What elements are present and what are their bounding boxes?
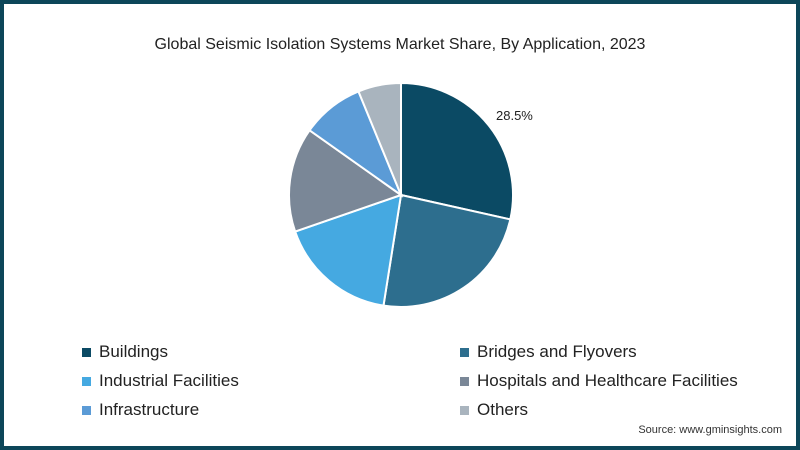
legend-swatch [460,376,469,386]
data-label: 28.5% [496,108,533,123]
legend-label: Bridges and Flyovers [477,342,637,361]
pie-slice-others [357,81,402,196]
legend-swatch [460,405,469,415]
pie-slice-buildings [400,81,514,221]
legend-item: Industrial Facilities [82,371,239,391]
legend-item: Buildings [82,342,168,362]
pie-slice-hospitals-and-healthcare-facilities [288,128,404,233]
legend-label: Infrastructure [99,400,200,419]
legend-item: Others [460,400,528,420]
legend-swatch [82,347,91,357]
legend-swatch [460,347,469,357]
pie-chart: 28.5% [288,81,533,308]
pie-slice-bridges-and-flyovers [382,193,512,308]
legend-item: Infrastructure [82,400,199,420]
legend-swatch [82,376,91,386]
legend-label: Others [477,400,529,419]
legend-label: Industrial Facilities [99,371,239,390]
chart-title: Global Seismic Isolation Systems Market … [154,36,646,53]
legend-label: Buildings [99,342,168,361]
legend-item: Hospitals and Healthcare Facilities [460,371,738,391]
legend-swatch [82,405,91,415]
source-note: Source: www.gminsights.com [638,424,782,436]
legend-label: Hospitals and Healthcare Facilities [477,371,738,390]
legend-item: Bridges and Flyovers [460,342,637,362]
